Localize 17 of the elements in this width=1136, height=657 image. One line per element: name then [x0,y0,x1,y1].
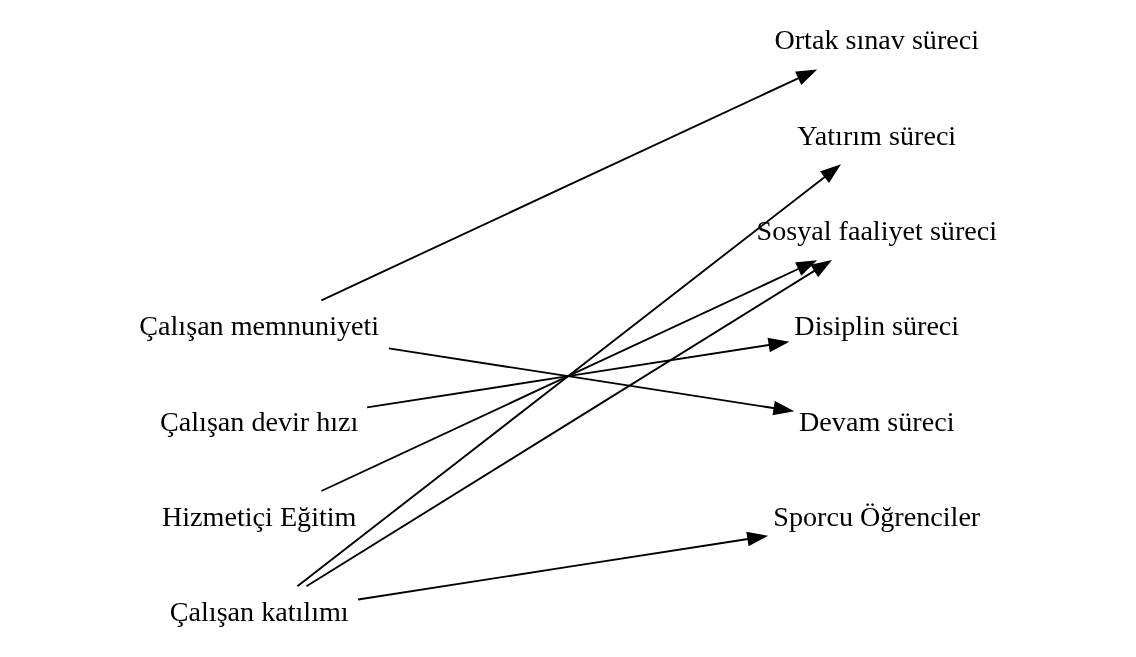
node-text: Çalışan devir hızı [160,405,359,437]
arrow [366,337,790,409]
arrow [305,259,833,588]
arrow [357,531,769,601]
node-text: Çalışan katılımı [169,596,349,628]
node-text: Hizmetiçi Eğitim [161,501,357,533]
node-text: Ortak sınav süreci [774,24,980,56]
node-text: Disiplin süreci [794,310,960,342]
arrow [320,260,818,492]
node-text: Sosyal faaliyet süreci [756,215,998,247]
node-text: Devam süreci [799,405,955,437]
node-text: Sporcu Öğrenciler [773,501,981,533]
node-text: Yatırım süreci [797,119,957,151]
arrow [387,347,795,416]
arrow [320,69,818,302]
arrow [296,164,842,588]
node-text: Çalışan memnuniyeti [139,310,380,342]
